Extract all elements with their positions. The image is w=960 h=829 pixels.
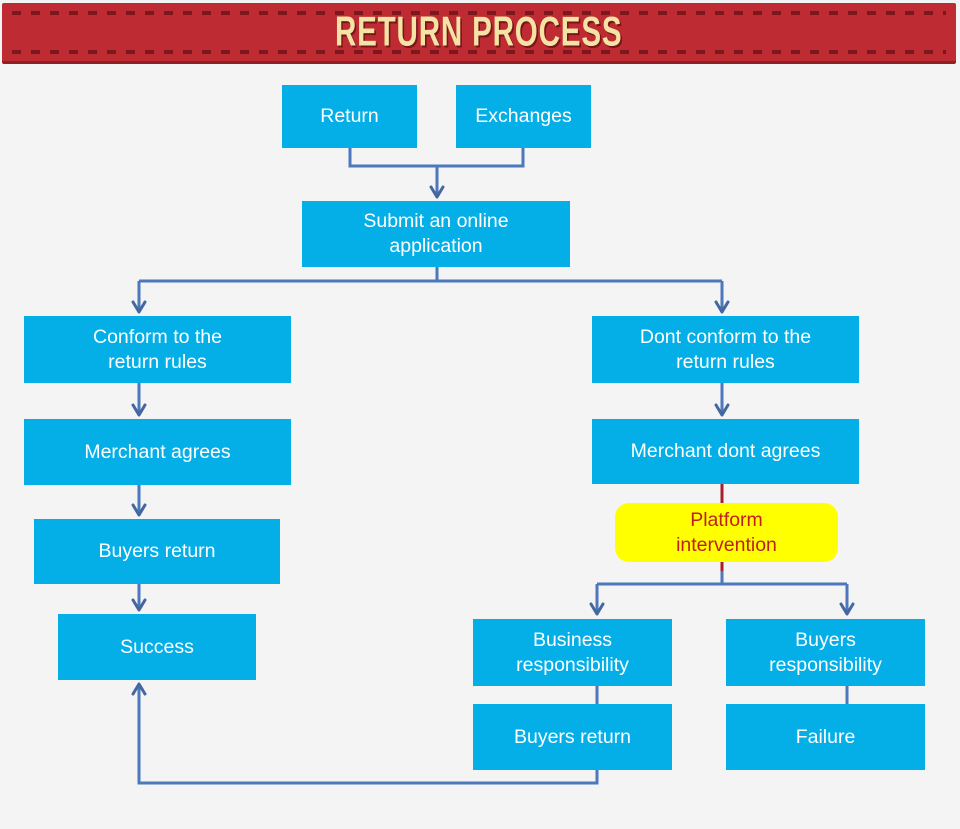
page-title: RETURN PROCESS <box>335 8 623 55</box>
title-banner: RETURN PROCESS <box>2 3 956 64</box>
node-buyers-responsibility: Buyers responsibility <box>726 619 925 686</box>
banner-dashed-line-bottom <box>12 50 946 54</box>
node-business-responsibility: Business responsibility <box>473 619 672 686</box>
node-failure: Failure <box>726 704 925 770</box>
node-merchant-dont-agrees: Merchant dont agrees <box>592 419 859 484</box>
banner-dashed-line-top <box>12 11 946 15</box>
node-exchanges: Exchanges <box>456 85 591 148</box>
node-buyers-return-bottom: Buyers return <box>473 704 672 770</box>
node-dont-conform-to-return-rules: Dont conform to the return rules <box>592 316 859 383</box>
node-conform-to-return-rules: Conform to the return rules <box>24 316 291 383</box>
node-merchant-agrees: Merchant agrees <box>24 419 291 485</box>
node-platform-intervention: Platform intervention <box>615 503 838 562</box>
node-return: Return <box>282 85 417 148</box>
node-success: Success <box>58 614 256 680</box>
node-submit-online-application: Submit an online application <box>302 201 570 267</box>
node-buyers-return-left: Buyers return <box>34 519 280 584</box>
